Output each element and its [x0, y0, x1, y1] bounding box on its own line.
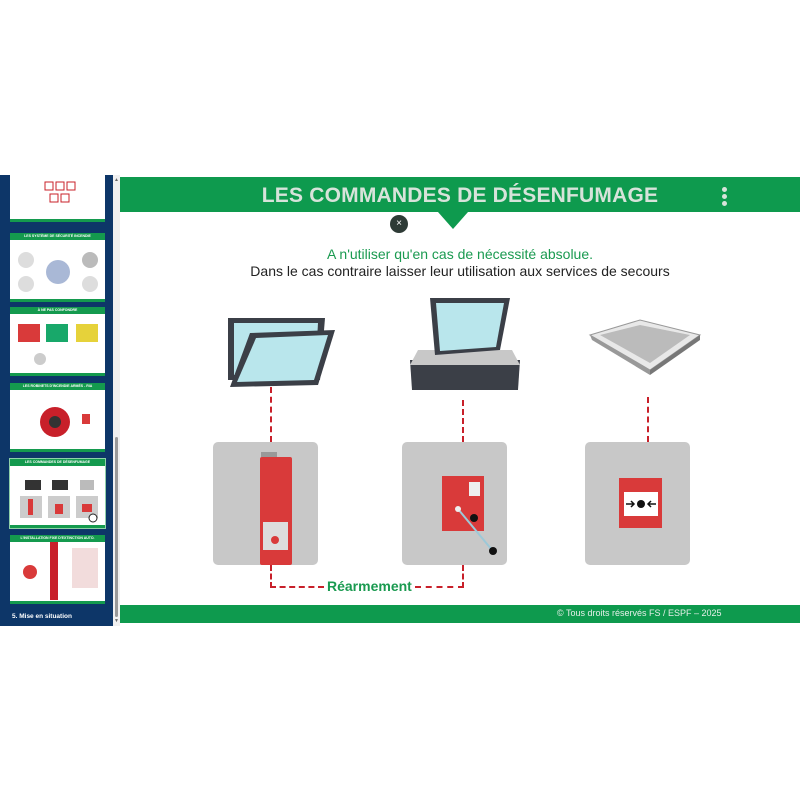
rearm-connector-right: [415, 565, 464, 588]
control-box-1: [213, 442, 318, 565]
control-box-2: [402, 442, 507, 565]
manual-winch-icon: [442, 476, 497, 555]
slide-thumb-2[interactable]: LES SYSTÈME DE SÉCURITÉ INCENDIE: [10, 233, 105, 302]
warning-text: A n'utiliser qu'en cas de nécessité abso…: [326, 246, 594, 262]
rearm-connector-left: [270, 565, 324, 588]
sprinkler-icon: [23, 542, 98, 600]
thumb-title: LES SYSTÈME DE SÉCURITÉ INCENDIE: [10, 233, 105, 240]
system-diagram-icon: [18, 252, 98, 292]
roof-vent-icon: [588, 319, 702, 375]
connector-line: [462, 400, 464, 442]
slide-thumb-3[interactable]: À NE PAS CONFONDRE: [10, 307, 105, 376]
thumb-title: À NE PAS CONFONDRE: [10, 307, 105, 314]
thumb-title: LES COMMANDES DE DÉSENFUMAGE: [10, 459, 105, 466]
slide-sidebar: LES SYSTÈME DE SÉCURITÉ INCENDIE À NE PA…: [0, 175, 113, 626]
rearm-label: Réarmement: [327, 578, 412, 594]
slide-thumb-6[interactable]: L'INSTALLATION FIXE D'EXTINCTION AUTO.: [10, 535, 105, 604]
slide-thumb-1[interactable]: [10, 175, 105, 222]
more-options-icon[interactable]: [720, 187, 728, 209]
thumb-title: L'INSTALLATION FIXE D'EXTINCTION AUTO.: [10, 535, 105, 542]
section-label[interactable]: 5. Mise en situation: [12, 613, 72, 620]
call-point-icon: [619, 478, 662, 528]
smoke-control-cabinet-icon: [260, 452, 292, 565]
connector-line: [270, 387, 272, 442]
slide-canvas: LES COMMANDES DE DÉSENFUMAGE × A n'utili…: [120, 175, 800, 626]
window-icon: [228, 318, 335, 387]
scrollbar-thumb[interactable]: [115, 437, 118, 617]
slide-thumb-4[interactable]: LES ROBINETS D'INCENDIE ARMÉS - RIA: [10, 383, 105, 452]
pictograms-icon: [44, 181, 76, 203]
thumb-title: LES ROBINETS D'INCENDIE ARMÉS - RIA: [10, 383, 105, 390]
sidebar-scrollbar[interactable]: ▲ ▼: [113, 175, 120, 626]
close-button[interactable]: ×: [390, 215, 408, 233]
slide-header: LES COMMANDES DE DÉSENFUMAGE: [120, 177, 800, 212]
scroll-down-icon[interactable]: ▼: [114, 618, 119, 624]
slide-footer: © Tous droits réservés FS / ESPF – 2025: [120, 605, 800, 623]
scroll-up-icon[interactable]: ▲: [114, 177, 119, 183]
smoke-control-icon: [20, 480, 98, 523]
illustrations: [228, 298, 702, 390]
copyright: © Tous droits réservés FS / ESPF – 2025: [557, 608, 722, 618]
connector-line: [647, 397, 649, 442]
instruction-text: Dans le cas contraire laisser leur utili…: [250, 263, 670, 279]
slide-thumb-5-active[interactable]: LES COMMANDES DE DÉSENFUMAGE: [9, 458, 106, 529]
header-pointer: [438, 212, 468, 229]
skylight-icon: [410, 298, 520, 390]
slide-title: LES COMMANDES DE DÉSENFUMAGE: [261, 184, 659, 207]
callpoints-icon: [18, 324, 98, 365]
hose-reel-icon: [40, 407, 90, 437]
control-box-3: [585, 442, 690, 565]
